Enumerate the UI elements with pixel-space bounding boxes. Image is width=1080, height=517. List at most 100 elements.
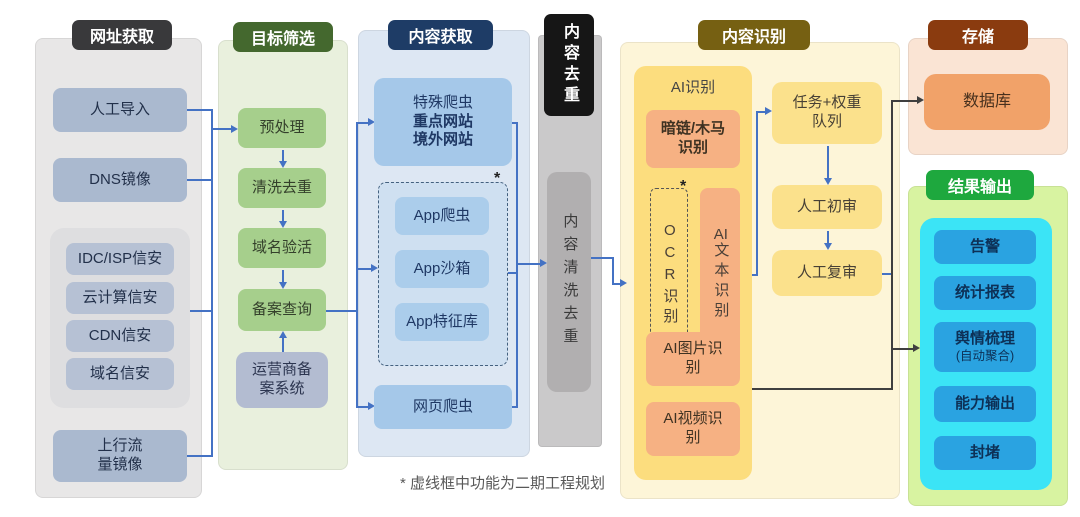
node-second-review: 人工复审 [772, 250, 882, 296]
flow-arrow [620, 279, 627, 287]
flow-arrow [279, 331, 287, 338]
node-operator-system-label: 运营商备案系统 [251, 361, 312, 397]
connector [356, 268, 371, 270]
node-preprocess: 预处理 [238, 108, 326, 148]
node-app-crawler: App爬虫 [395, 197, 489, 235]
node-web-crawler: 网页爬虫 [374, 385, 512, 429]
flow-arrow [913, 344, 920, 352]
node-domain-alive: 域名验活 [238, 228, 326, 268]
flow-arrow [371, 264, 378, 272]
flow-arrow [824, 178, 832, 185]
node-sentiment-label: 舆情梳理 [954, 329, 1015, 347]
storage-header: 存储 [928, 20, 1028, 50]
connector [187, 109, 211, 111]
content-dedup-header: 内容去重 [544, 14, 594, 116]
flow-arrow [279, 221, 287, 228]
connector [506, 272, 518, 274]
special-crawler-line3: 境外网站 [412, 131, 473, 149]
node-database: 数据库 [924, 74, 1050, 130]
special-crawler-line2: 重点网站 [412, 112, 473, 130]
flow-arrow [368, 402, 375, 410]
node-ai-image: AI图片识别 [646, 332, 740, 386]
result-output-header: 结果输出 [926, 170, 1034, 200]
node-alert: 告警 [934, 230, 1036, 264]
url-acquisition-header: 网址获取 [72, 20, 172, 50]
node-darklink-trojan-label: 暗链/木马识别 [660, 120, 726, 156]
ai-text-rest: 文本识别 [712, 241, 730, 322]
connector [282, 270, 284, 282]
node-report: 统计报表 [934, 276, 1036, 310]
node-darklink-trojan: 暗链/木马识别 [646, 110, 740, 168]
node-task-queue: 任务+权重队列 [772, 82, 882, 144]
connector [612, 257, 614, 283]
node-domain-sec: 域名信安 [66, 358, 174, 390]
connector [187, 179, 211, 181]
phase2-marker-app: * [494, 170, 501, 187]
node-sentiment-sub: (自动聚合) [955, 348, 1015, 363]
flow-arrow [279, 282, 287, 289]
node-manual-import: 人工导入 [53, 88, 187, 132]
connector [190, 310, 211, 312]
connector [282, 150, 284, 161]
connector [756, 111, 758, 276]
connector [512, 122, 518, 124]
connector [211, 109, 213, 457]
flow-arrow [368, 118, 375, 126]
node-capability: 能力输出 [934, 386, 1036, 422]
node-app-signature: App特征库 [395, 303, 489, 341]
flow-arrow [279, 161, 287, 168]
flow-arrow [765, 107, 772, 115]
target-filter-header: 目标筛选 [233, 22, 333, 52]
connector [591, 257, 612, 259]
connector [282, 210, 284, 221]
connector [187, 455, 211, 457]
connector [891, 348, 913, 350]
node-clean-dedup: 清洗去重 [238, 168, 326, 208]
connector [326, 310, 356, 312]
connector [612, 283, 620, 285]
connector [827, 231, 829, 243]
ai-text-latin: AI [713, 226, 728, 242]
node-cloud: 云计算信安 [66, 282, 174, 314]
connector [282, 338, 284, 352]
connector [211, 128, 231, 130]
node-content-clean-dedup: 内容清洗去重 [547, 172, 591, 392]
content-recognition-header: 内容识别 [698, 20, 810, 50]
content-fetch-header: 内容获取 [388, 20, 493, 50]
flow-arrow [824, 243, 832, 250]
connector [891, 100, 917, 102]
node-operator-system: 运营商备案系统 [236, 352, 328, 408]
node-record-query: 备案查询 [238, 289, 326, 331]
node-special-crawler: 特殊爬虫 重点网站 境外网站 [374, 78, 512, 166]
node-ai-video-label: AI视频识别 [663, 410, 723, 446]
node-ai-video: AI视频识别 [646, 402, 740, 456]
node-task-queue-label: 任务+权重队列 [792, 94, 862, 130]
node-uplink-mirror-label: 上行流量镜像 [97, 437, 143, 473]
special-crawler-line1: 特殊爬虫 [412, 93, 473, 111]
node-cdn: CDN信安 [66, 320, 174, 352]
connector [516, 122, 518, 408]
connector [512, 406, 518, 408]
ai-group-label: AI识别 [670, 78, 716, 96]
node-idc-isp: IDC/ISP信安 [66, 243, 174, 275]
connector [882, 273, 891, 275]
node-sentiment: 舆情梳理 (自动聚合) [934, 322, 1036, 372]
connector [356, 122, 358, 408]
node-uplink-mirror: 上行流量镜像 [53, 430, 187, 482]
connector [756, 111, 765, 113]
node-dns-mirror: DNS镜像 [53, 158, 187, 202]
node-app-sandbox: App沙箱 [395, 250, 489, 288]
connector [516, 263, 540, 265]
phase2-footnote: * 虚线框中功能为二期工程规划 [400, 475, 606, 492]
connector [891, 100, 893, 390]
flow-arrow [231, 125, 238, 133]
connector [356, 122, 368, 124]
flow-arrow [917, 96, 924, 104]
node-ai-image-label: AI图片识别 [663, 340, 723, 376]
connector [827, 146, 829, 178]
node-block: 封堵 [934, 436, 1036, 470]
phase2-marker-ocr: * [680, 178, 687, 195]
flow-arrow [540, 259, 547, 267]
